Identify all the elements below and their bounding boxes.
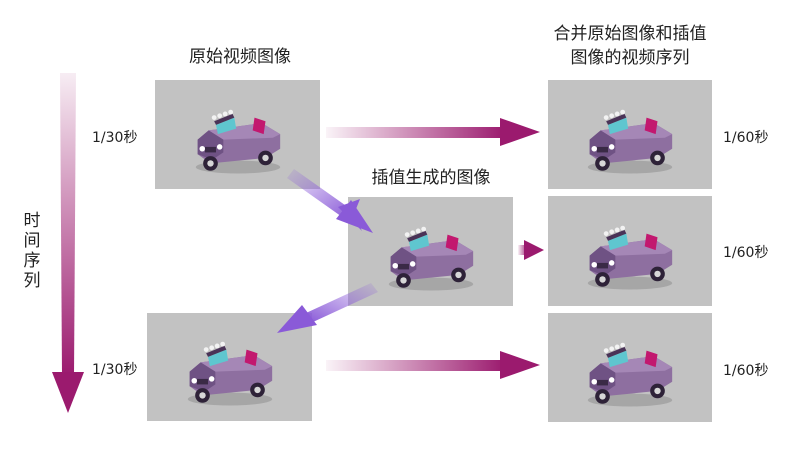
car-icon [575, 209, 685, 293]
time-axis-char: 序 [23, 251, 41, 271]
time-label-merged-2: 1/60秒 [723, 245, 769, 261]
heading-original-frames: 原始视频图像 [189, 47, 291, 67]
arrow-orig-top-to-merged [326, 118, 540, 146]
car-icon [183, 93, 293, 177]
merged-frame-2 [548, 196, 712, 306]
heading-merged-line-2: 图像的视频序列 [570, 48, 690, 68]
heading-interpolated-frames: 插值生成的图像 [371, 168, 491, 188]
time-axis-char: 间 [23, 231, 41, 251]
interpolated-frame [348, 197, 513, 306]
time-axis-arrow [52, 73, 84, 413]
arrow-orig-bottom-to-merged [326, 351, 540, 379]
time-label-merged-3: 1/60秒 [723, 363, 769, 379]
time-axis-char: 列 [23, 271, 41, 291]
time-label-merged-1: 1/60秒 [723, 130, 769, 146]
merged-frame-3 [548, 313, 712, 422]
original-frame-1 [155, 80, 320, 189]
original-frame-2 [147, 313, 312, 421]
time-axis-label: 时间序列 [22, 211, 42, 291]
time-axis-char: 时 [23, 211, 41, 231]
merged-frame-1 [548, 80, 712, 189]
heading-merged-sequence: 合并原始图像和插值 图像的视频序列 [540, 22, 720, 70]
heading-merged-line-1: 合并原始图像和插值 [553, 24, 707, 44]
car-icon [175, 325, 285, 409]
arrow-interp-to-merged [518, 240, 544, 260]
car-icon [376, 210, 486, 294]
car-icon [575, 326, 685, 410]
time-label-orig-top: 1/30秒 [92, 130, 138, 146]
car-icon [575, 93, 685, 177]
time-label-orig-bottom: 1/30秒 [92, 362, 138, 378]
